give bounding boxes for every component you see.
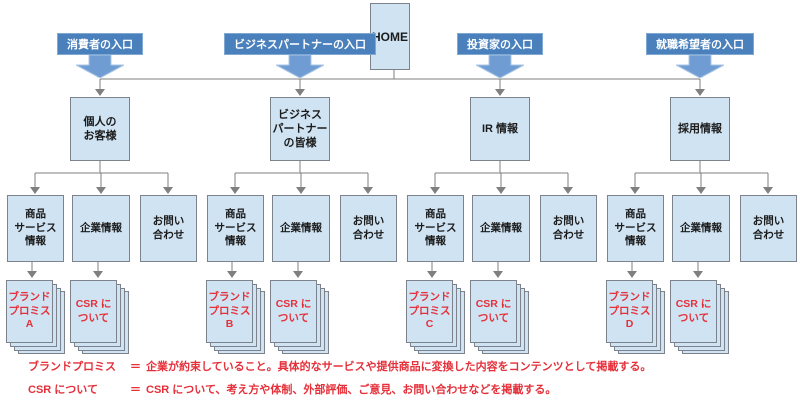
child-box-company: 企業情報 (472, 195, 530, 262)
footnote-term: CSR について (28, 384, 98, 396)
entry-arrow-icon (276, 55, 324, 78)
document-label: CSR に ついて (470, 280, 517, 343)
document-label: ブランド プロミス D (606, 280, 653, 343)
footnote-definition: CSR について、考え方や体制、外部評価、ご意見、お問い合わせなどを掲載する。 (146, 384, 557, 396)
hub-box: ビジネス パートナー の皆様 (270, 97, 330, 161)
document-stack-brand-promise: ブランド プロミス C (406, 280, 468, 356)
document-stack-csr: CSR に ついて (470, 280, 532, 356)
document-label: ブランド プロミス C (406, 280, 453, 343)
branch-consumer: 消費者の入口 個人の お客様 商品 サービス 情報 企業情報 お問い 合わせ ブ… (0, 0, 200, 356)
child-box-products: 商品 サービス 情報 (607, 195, 664, 262)
document-label: CSR に ついて (270, 280, 317, 343)
entry-label: 就職希望者の入口 (646, 33, 754, 55)
entry-label: ビジネスパートナーの入口 (224, 33, 376, 55)
branch-recruit: 就職希望者の入口 採用情報 商品 サービス 情報 企業情報 お問い 合わせ ブラ… (600, 0, 800, 356)
equals-sign: ＝ (130, 384, 141, 396)
child-box-company: 企業情報 (272, 195, 330, 262)
child-box-contact: お問い 合わせ (540, 195, 597, 262)
footnote-row: CSR について ＝ CSR について、考え方や体制、外部評価、ご意見、お問い合… (28, 379, 651, 402)
home-box: HOME (370, 3, 410, 70)
entry-arrow-icon (476, 55, 524, 78)
footnote-definition: 企業が約束していること。具体的なサービスや提供商品に変換した内容をコンテンツとし… (146, 361, 652, 373)
entry-arrow-icon (676, 55, 724, 78)
document-label: CSR に ついて (70, 280, 117, 343)
child-box-products: 商品 サービス 情報 (7, 195, 64, 262)
footnotes: ブランドプロミス ＝ 企業が約束していること。具体的なサービスや提供商品に変換し… (28, 356, 651, 402)
hub-box: IR 情報 (470, 97, 530, 161)
footnote-term: ブランドプロミス (28, 361, 116, 373)
entry-label: 投資家の入口 (457, 33, 543, 55)
document-stack-brand-promise: ブランド プロミス A (6, 280, 68, 356)
document-stack-csr: CSR に ついて (70, 280, 132, 356)
child-box-contact: お問い 合わせ (740, 195, 797, 262)
document-stack-brand-promise: ブランド プロミス B (206, 280, 268, 356)
child-box-company: 企業情報 (672, 195, 730, 262)
document-label: CSR に ついて (670, 280, 717, 343)
entry-label: 消費者の入口 (57, 33, 143, 55)
equals-sign: ＝ (130, 361, 141, 373)
document-stack-csr: CSR に ついて (670, 280, 732, 356)
child-box-products: 商品 サービス 情報 (207, 195, 264, 262)
child-box-products: 商品 サービス 情報 (407, 195, 464, 262)
child-box-company: 企業情報 (72, 195, 130, 262)
document-label: ブランド プロミス B (206, 280, 253, 343)
branch-investor: 投資家の入口 IR 情報 商品 サービス 情報 企業情報 お問い 合わせ ブラン… (400, 0, 600, 356)
entry-arrow-icon (76, 55, 124, 78)
branch-business-partner: ビジネスパートナーの入口 ビジネス パートナー の皆様 商品 サービス 情報 企… (200, 0, 400, 356)
child-box-contact: お問い 合わせ (340, 195, 397, 262)
child-box-contact: お問い 合わせ (140, 195, 197, 262)
hub-box: 個人の お客様 (70, 97, 130, 161)
document-stack-csr: CSR に ついて (270, 280, 332, 356)
hub-box: 採用情報 (670, 97, 730, 161)
footnote-row: ブランドプロミス ＝ 企業が約束していること。具体的なサービスや提供商品に変換し… (28, 356, 651, 379)
document-stack-brand-promise: ブランド プロミス D (606, 280, 668, 356)
document-label: ブランド プロミス A (6, 280, 53, 343)
